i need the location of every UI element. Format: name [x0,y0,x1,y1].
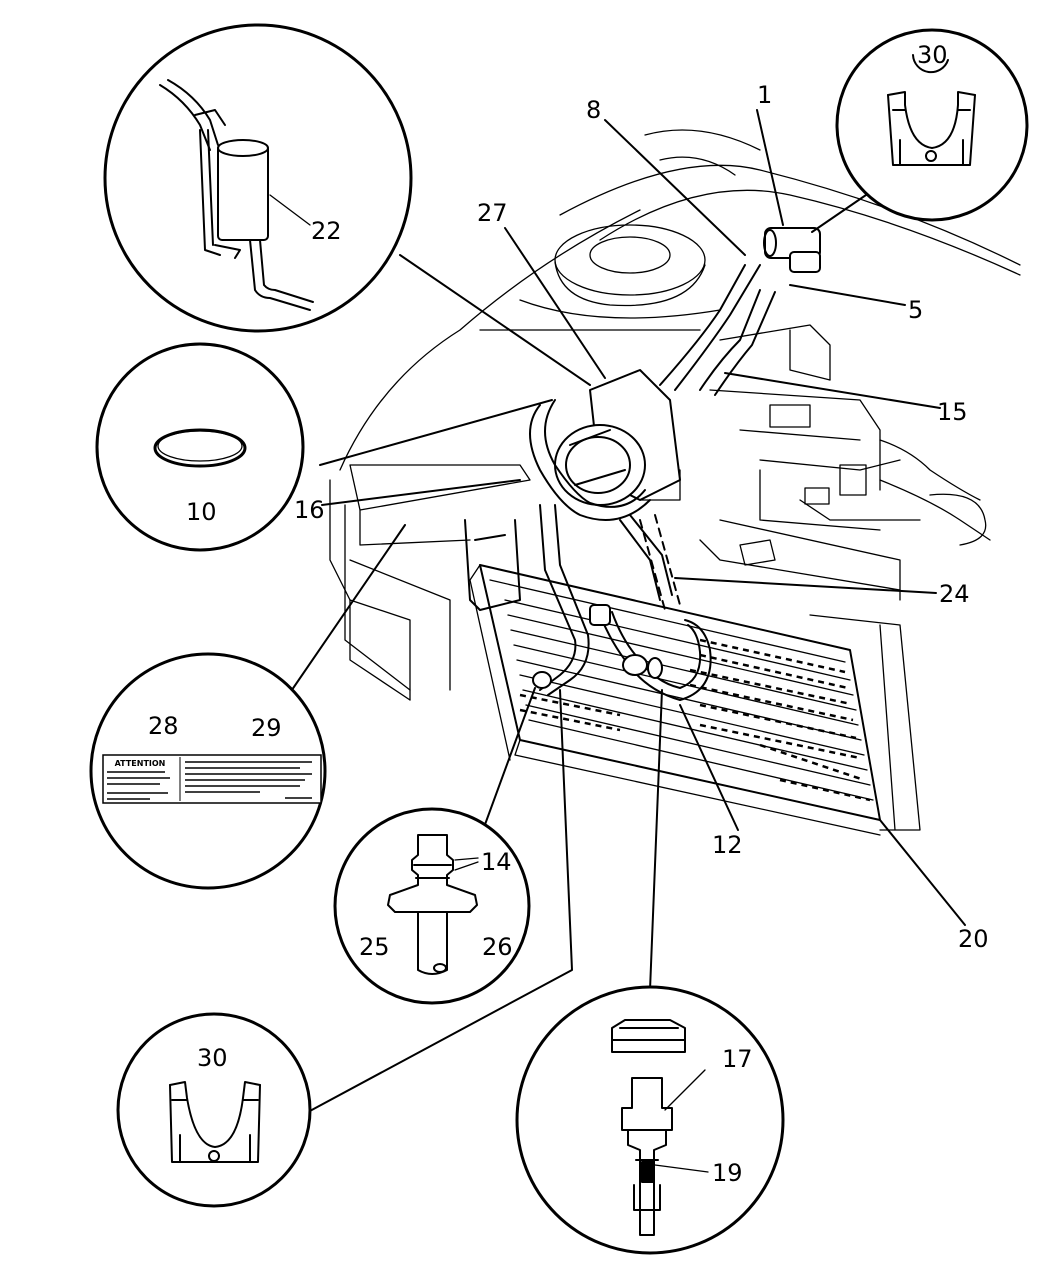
callout-numbers: 1 5 8 10 12 14 15 16 17 19 20 22 24 25 2… [148,41,989,1187]
callout-26: 26 [482,933,513,961]
callout-27: 27 [477,199,508,227]
callout-20: 20 [958,925,989,953]
label-heading: ATTENTION [115,759,166,768]
condenser-tube-dashes [519,638,871,802]
detail-circle-fitting-seals [333,807,531,1005]
callout-14: 14 [481,848,512,876]
callout-1: 1 [757,81,772,109]
callout-30-top: 30 [917,41,948,69]
label-fine-print [107,761,312,800]
warning-label-sticker [102,754,322,804]
callout-29: 29 [251,714,282,742]
detail-circle-accumulator [103,23,413,333]
callout-28: 28 [148,712,179,740]
accumulator-and-lines [464,227,821,701]
callout-24: 24 [939,580,970,608]
detail-circle-warning-label: ATTENTION [89,652,327,890]
callout-5: 5 [908,296,923,324]
callout-25: 25 [359,933,390,961]
callout-16: 16 [294,496,325,524]
detail-circle-pressure-switch [515,985,785,1255]
detail-circle-clip-bottom [116,1012,312,1208]
detail-circle-o-ring [95,342,305,552]
engine-bay-illustration [329,129,1021,831]
callout-15: 15 [937,398,968,426]
callout-30-bottom: 30 [197,1044,228,1072]
leader-lines [284,109,966,1113]
detail-circle-clip-top [835,28,1029,222]
callout-17: 17 [722,1045,753,1073]
callout-22: 22 [311,217,342,245]
callout-19: 19 [712,1159,743,1187]
callout-12: 12 [712,831,743,859]
callout-10: 10 [186,498,217,526]
callout-8: 8 [586,96,601,124]
